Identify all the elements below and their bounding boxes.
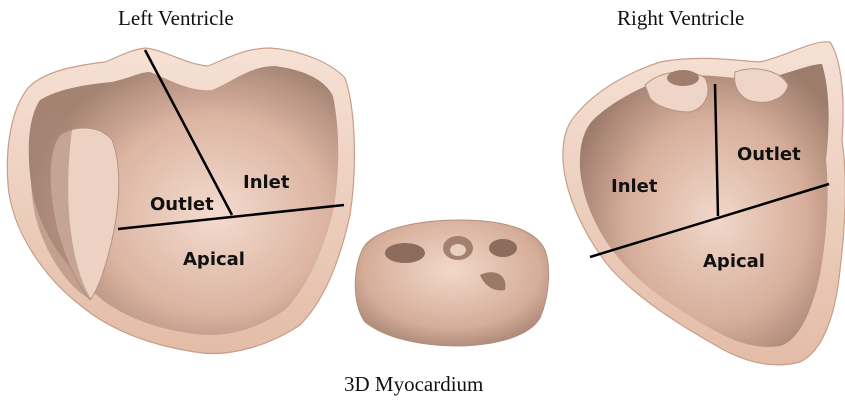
left-ventricle: Inlet Outlet Apical	[7, 48, 354, 353]
left-ventricle-label-inlet: Inlet	[243, 172, 290, 193]
right-ventricle-label-outlet: Outlet	[737, 144, 801, 165]
right-ventricle-label-inlet: Inlet	[611, 176, 658, 197]
myocardium-opening-inner	[450, 244, 466, 256]
left-ventricle-label-apical: Apical	[183, 249, 245, 270]
left-ventricle-label-outlet: Outlet	[150, 194, 214, 215]
myocardium-3d	[355, 220, 548, 346]
right-ventricle: Inlet Outlet Apical	[563, 42, 845, 365]
right-ventricle-valve-opening	[667, 70, 699, 86]
right-ventricle-cavity	[580, 64, 829, 347]
right-ventricle-label-apical: Apical	[703, 251, 765, 272]
myocardium-opening-right	[489, 239, 517, 257]
myocardium-opening-left	[385, 243, 425, 263]
